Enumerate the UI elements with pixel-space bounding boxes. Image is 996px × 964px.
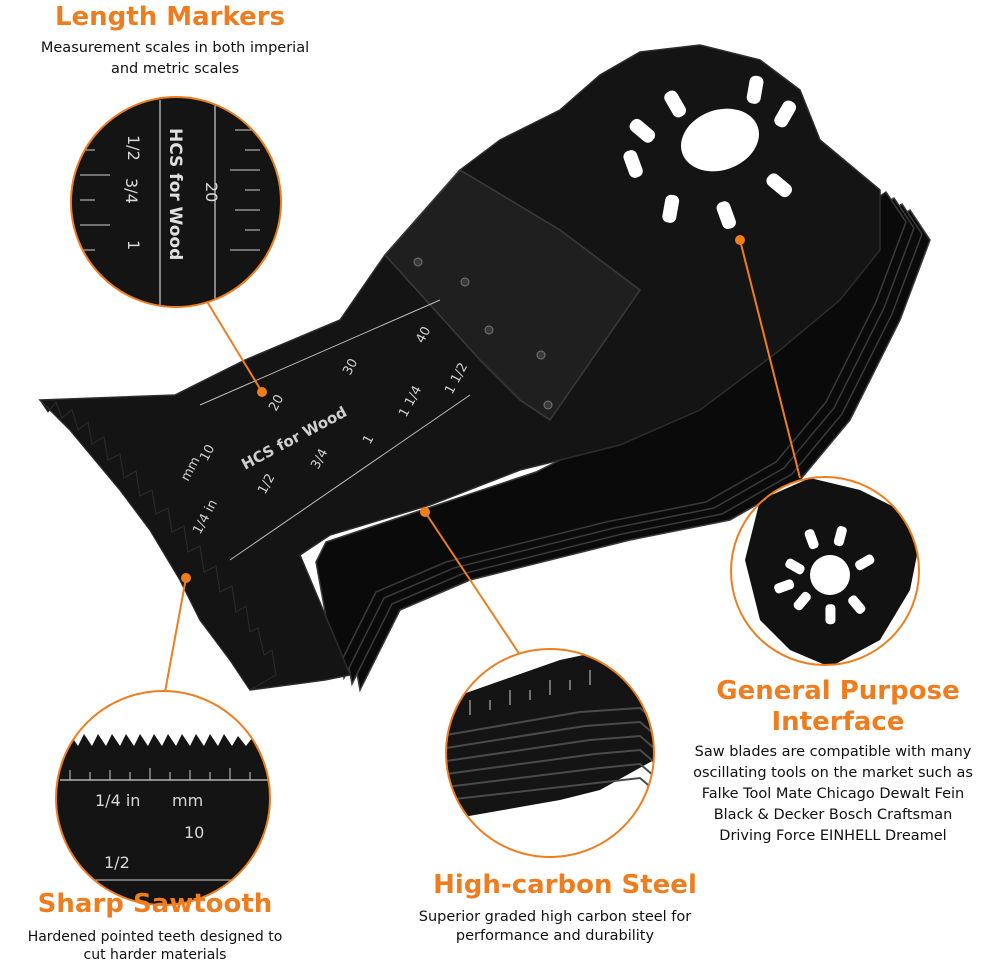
general-purpose-desc: Saw blades are compatible with many osci… (672, 742, 994, 847)
title-line: General Purpose (716, 676, 960, 706)
callout-dots (181, 235, 745, 583)
length-markers-title: Length Markers (54, 2, 286, 32)
zoom-high-carbon (445, 648, 655, 858)
zoom-label: 1/2 (104, 853, 130, 872)
saw-blade: HCS for Wood 1/4 in 1/2 3/4 1 1 1/4 1 1/… (38, 44, 881, 691)
blade-mm-label: 20 (266, 392, 287, 414)
zoom-label: 3/4 (122, 178, 141, 204)
zoom-label: 1 (124, 240, 143, 250)
desc-line: performance and durability (455, 928, 655, 944)
desc-line: oscillating tools on the market such as (693, 765, 973, 781)
desc-line: Black & Decker Bosch Craftsman (713, 807, 953, 823)
sharp-sawtooth-desc: Hardened pointed teeth designed to cut h… (0, 928, 310, 964)
zoom-label: 1/2 (124, 135, 143, 161)
zoom-label: 1/4 in (95, 791, 140, 810)
sharp-sawtooth-title: Sharp Sawtooth (37, 889, 273, 919)
desc-line: Superior graded high carbon steel for (418, 909, 692, 925)
zoom-label: 10 (184, 823, 204, 842)
desc-line: Driving Force EINHELL Dreamel (719, 828, 947, 844)
desc-line: Saw blades are compatible with many (694, 744, 972, 760)
blade-mm-label: 30 (340, 356, 361, 378)
desc-line: Falke Tool Mate Chicago Dewalt Fein (701, 786, 965, 802)
zoom-label: 20 (202, 182, 221, 202)
length-markers-desc: Measurement scales in both imperial and … (10, 38, 340, 80)
callout-lines (164, 239, 801, 693)
desc-line: Measurement scales in both imperial (40, 40, 310, 56)
general-purpose-title: General Purpose Interface (688, 676, 988, 738)
zoom-length-markers: 1/2 3/4 1 20 HCS for Wood (70, 96, 282, 308)
zoom-interface (730, 476, 920, 666)
high-carbon-desc: Superior graded high carbon steel for pe… (385, 908, 725, 946)
blade-mm-label: 10 (197, 442, 218, 464)
zoom-brand-text: HCS for Wood (165, 128, 185, 260)
desc-line: and metric scales (110, 61, 240, 77)
blade-mm-label: 40 (413, 324, 434, 346)
desc-line: Hardened pointed teeth designed to (27, 929, 283, 945)
high-carbon-title: High-carbon Steel (433, 870, 697, 900)
zoom-sawtooth: 1/4 in mm 10 1/2 (55, 690, 271, 906)
zoom-label: mm (172, 791, 203, 810)
desc-line: cut harder materials (83, 947, 227, 963)
title-line: Interface (771, 707, 905, 737)
